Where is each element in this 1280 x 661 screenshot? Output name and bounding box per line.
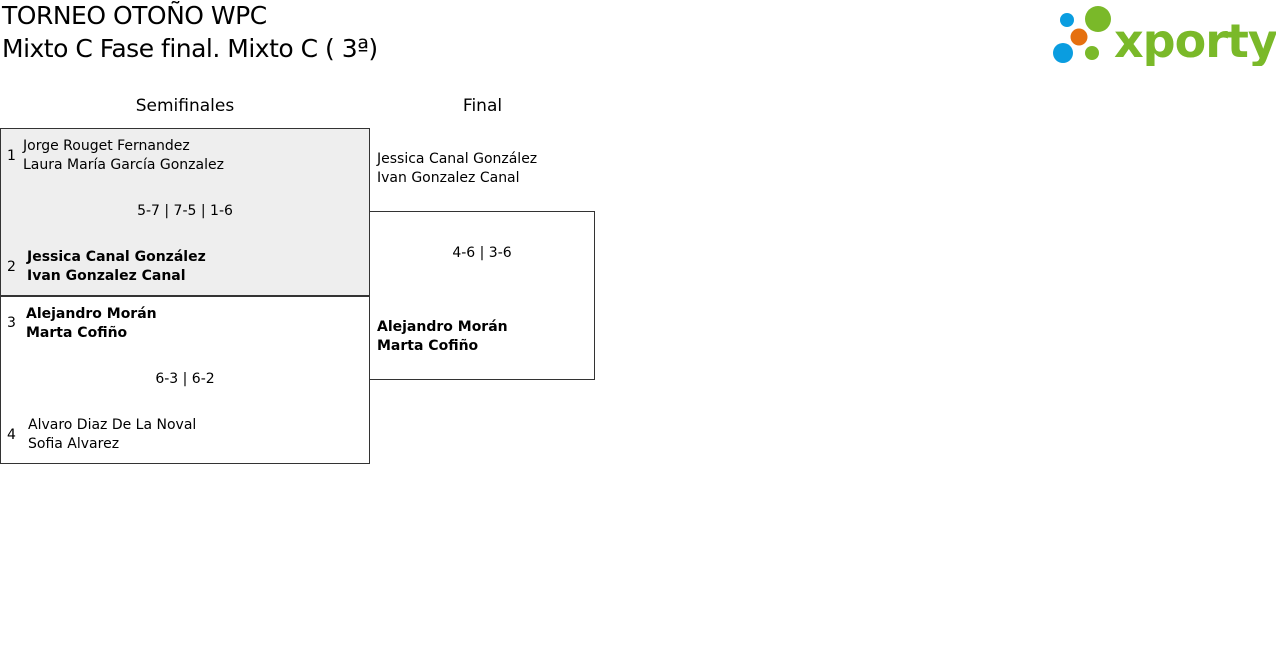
match-score: 6-3 | 6-2 [155,371,215,387]
tournament-title: TORNEO OTOÑO WPC [2,1,267,30]
player-name: Jorge Rouget Fernandez [23,138,190,154]
player-name: Jessica Canal González [27,249,206,265]
player-name: Ivan Gonzalez Canal [377,170,520,186]
seed-number: 2 [7,259,16,275]
final-team-top: Jessica Canal González Ivan Gonzalez Can… [377,150,537,188]
team-2-winner: Jessica Canal González Ivan Gonzalez Can… [27,248,206,286]
round-header-final: Final [462,96,503,116]
semifinal-match-1[interactable] [0,128,370,297]
final-team-bottom-winner: Alejandro Morán Marta Cofiño [377,318,508,356]
svg-text:xporty: xporty [1114,14,1276,66]
player-name: Sofia Alvarez [28,436,120,452]
match-score: 4-6 | 3-6 [452,245,512,261]
player-name: Laura María García Gonzalez [23,157,224,173]
final-match[interactable] [369,211,595,380]
player-name: Marta Cofiño [26,325,128,341]
seed-number: 3 [7,315,16,331]
player-name: Alejandro Morán [377,319,508,335]
player-name: Alvaro Diaz De La Noval [28,417,197,433]
player-name: Marta Cofiño [377,338,479,354]
xporty-logo: xporty [1053,6,1276,66]
category-subtitle: Mixto C Fase final. Mixto C ( 3ª) [2,34,378,63]
player-name: Jessica Canal González [377,151,538,167]
team-1: Jorge Rouget Fernandez Laura María Garcí… [23,137,224,175]
seed-number: 4 [7,427,16,443]
team-4: Alvaro Diaz De La Noval Sofia Alvarez [28,416,196,454]
player-name: Ivan Gonzalez Canal [27,268,186,284]
seed-number: 1 [7,148,16,164]
player-name: Alejandro Morán [26,306,157,322]
round-header-semifinales: Semifinales [135,96,235,116]
match-score: 5-7 | 7-5 | 1-6 [137,203,233,219]
team-3-winner: Alejandro Morán Marta Cofiño [26,305,157,343]
